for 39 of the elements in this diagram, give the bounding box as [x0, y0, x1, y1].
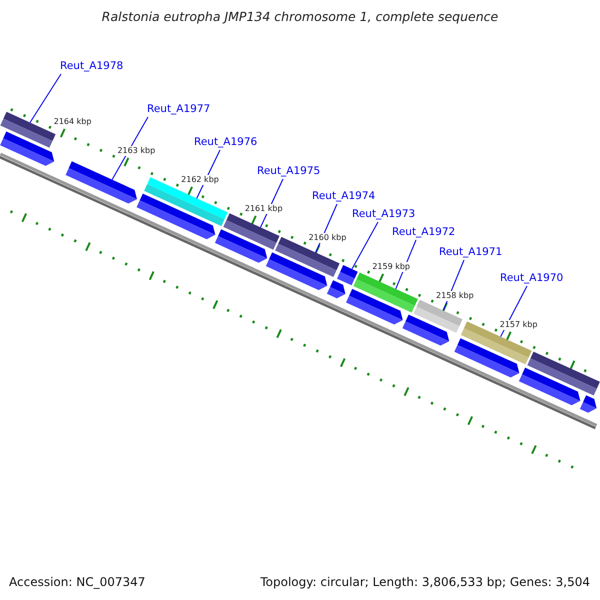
scale-label: 2159 kbp [372, 262, 410, 272]
gene-label: Reut_A1976 [194, 136, 258, 149]
gene-bar [414, 300, 462, 333]
leader-line [30, 74, 62, 124]
scale-label: 2157 kbp [500, 320, 538, 330]
gene-label: Reut_A1978 [60, 60, 124, 73]
scale-label: 2161 kbp [244, 204, 283, 214]
gene-label: Reut_A1975 [257, 165, 320, 178]
gene-bar [402, 314, 450, 346]
gene-bar [0, 112, 56, 148]
gene-bar [346, 288, 403, 324]
accession-text: Accession: NC_007347 [9, 575, 146, 589]
gene-bar [454, 338, 520, 378]
gene-bar [214, 229, 268, 263]
gene-bar [266, 252, 328, 290]
gene-bar [0, 132, 54, 166]
gene-label: Reut_A1970 [500, 272, 564, 285]
sequence-info-text: Topology: circular; Length: 3,806,533 bp; Genes: 3,504 [260, 575, 590, 589]
gene-label: Reut_A1973 [352, 208, 416, 221]
gene-bar [580, 395, 597, 413]
scale-label: 2163 kbp [117, 146, 156, 156]
scale-label: 2158 kbp [436, 290, 474, 301]
gene-bar [326, 280, 346, 298]
gene-bar [136, 194, 216, 240]
gene-bar [353, 272, 418, 313]
gene-label: Reut_A1971 [439, 246, 502, 259]
gene-bar [144, 177, 228, 226]
gene-bar [66, 161, 137, 204]
gene-bar [527, 352, 600, 396]
scale-label: 2164 kbp [54, 117, 92, 127]
scale-label: 2160 kbp [308, 232, 346, 243]
gene-bar [337, 265, 358, 286]
gene-bar [518, 368, 580, 406]
gene-label: Reut_A1977 [147, 103, 210, 116]
map-title: Ralstonia eutropha JMP134 chromosome 1, complete sequence [100, 9, 500, 24]
gene-label: Reut_A1972 [392, 226, 456, 239]
scale-label: 2162 kbp [181, 174, 219, 185]
gene-bar [223, 213, 280, 250]
gene-label: Reut_A1974 [312, 190, 376, 203]
